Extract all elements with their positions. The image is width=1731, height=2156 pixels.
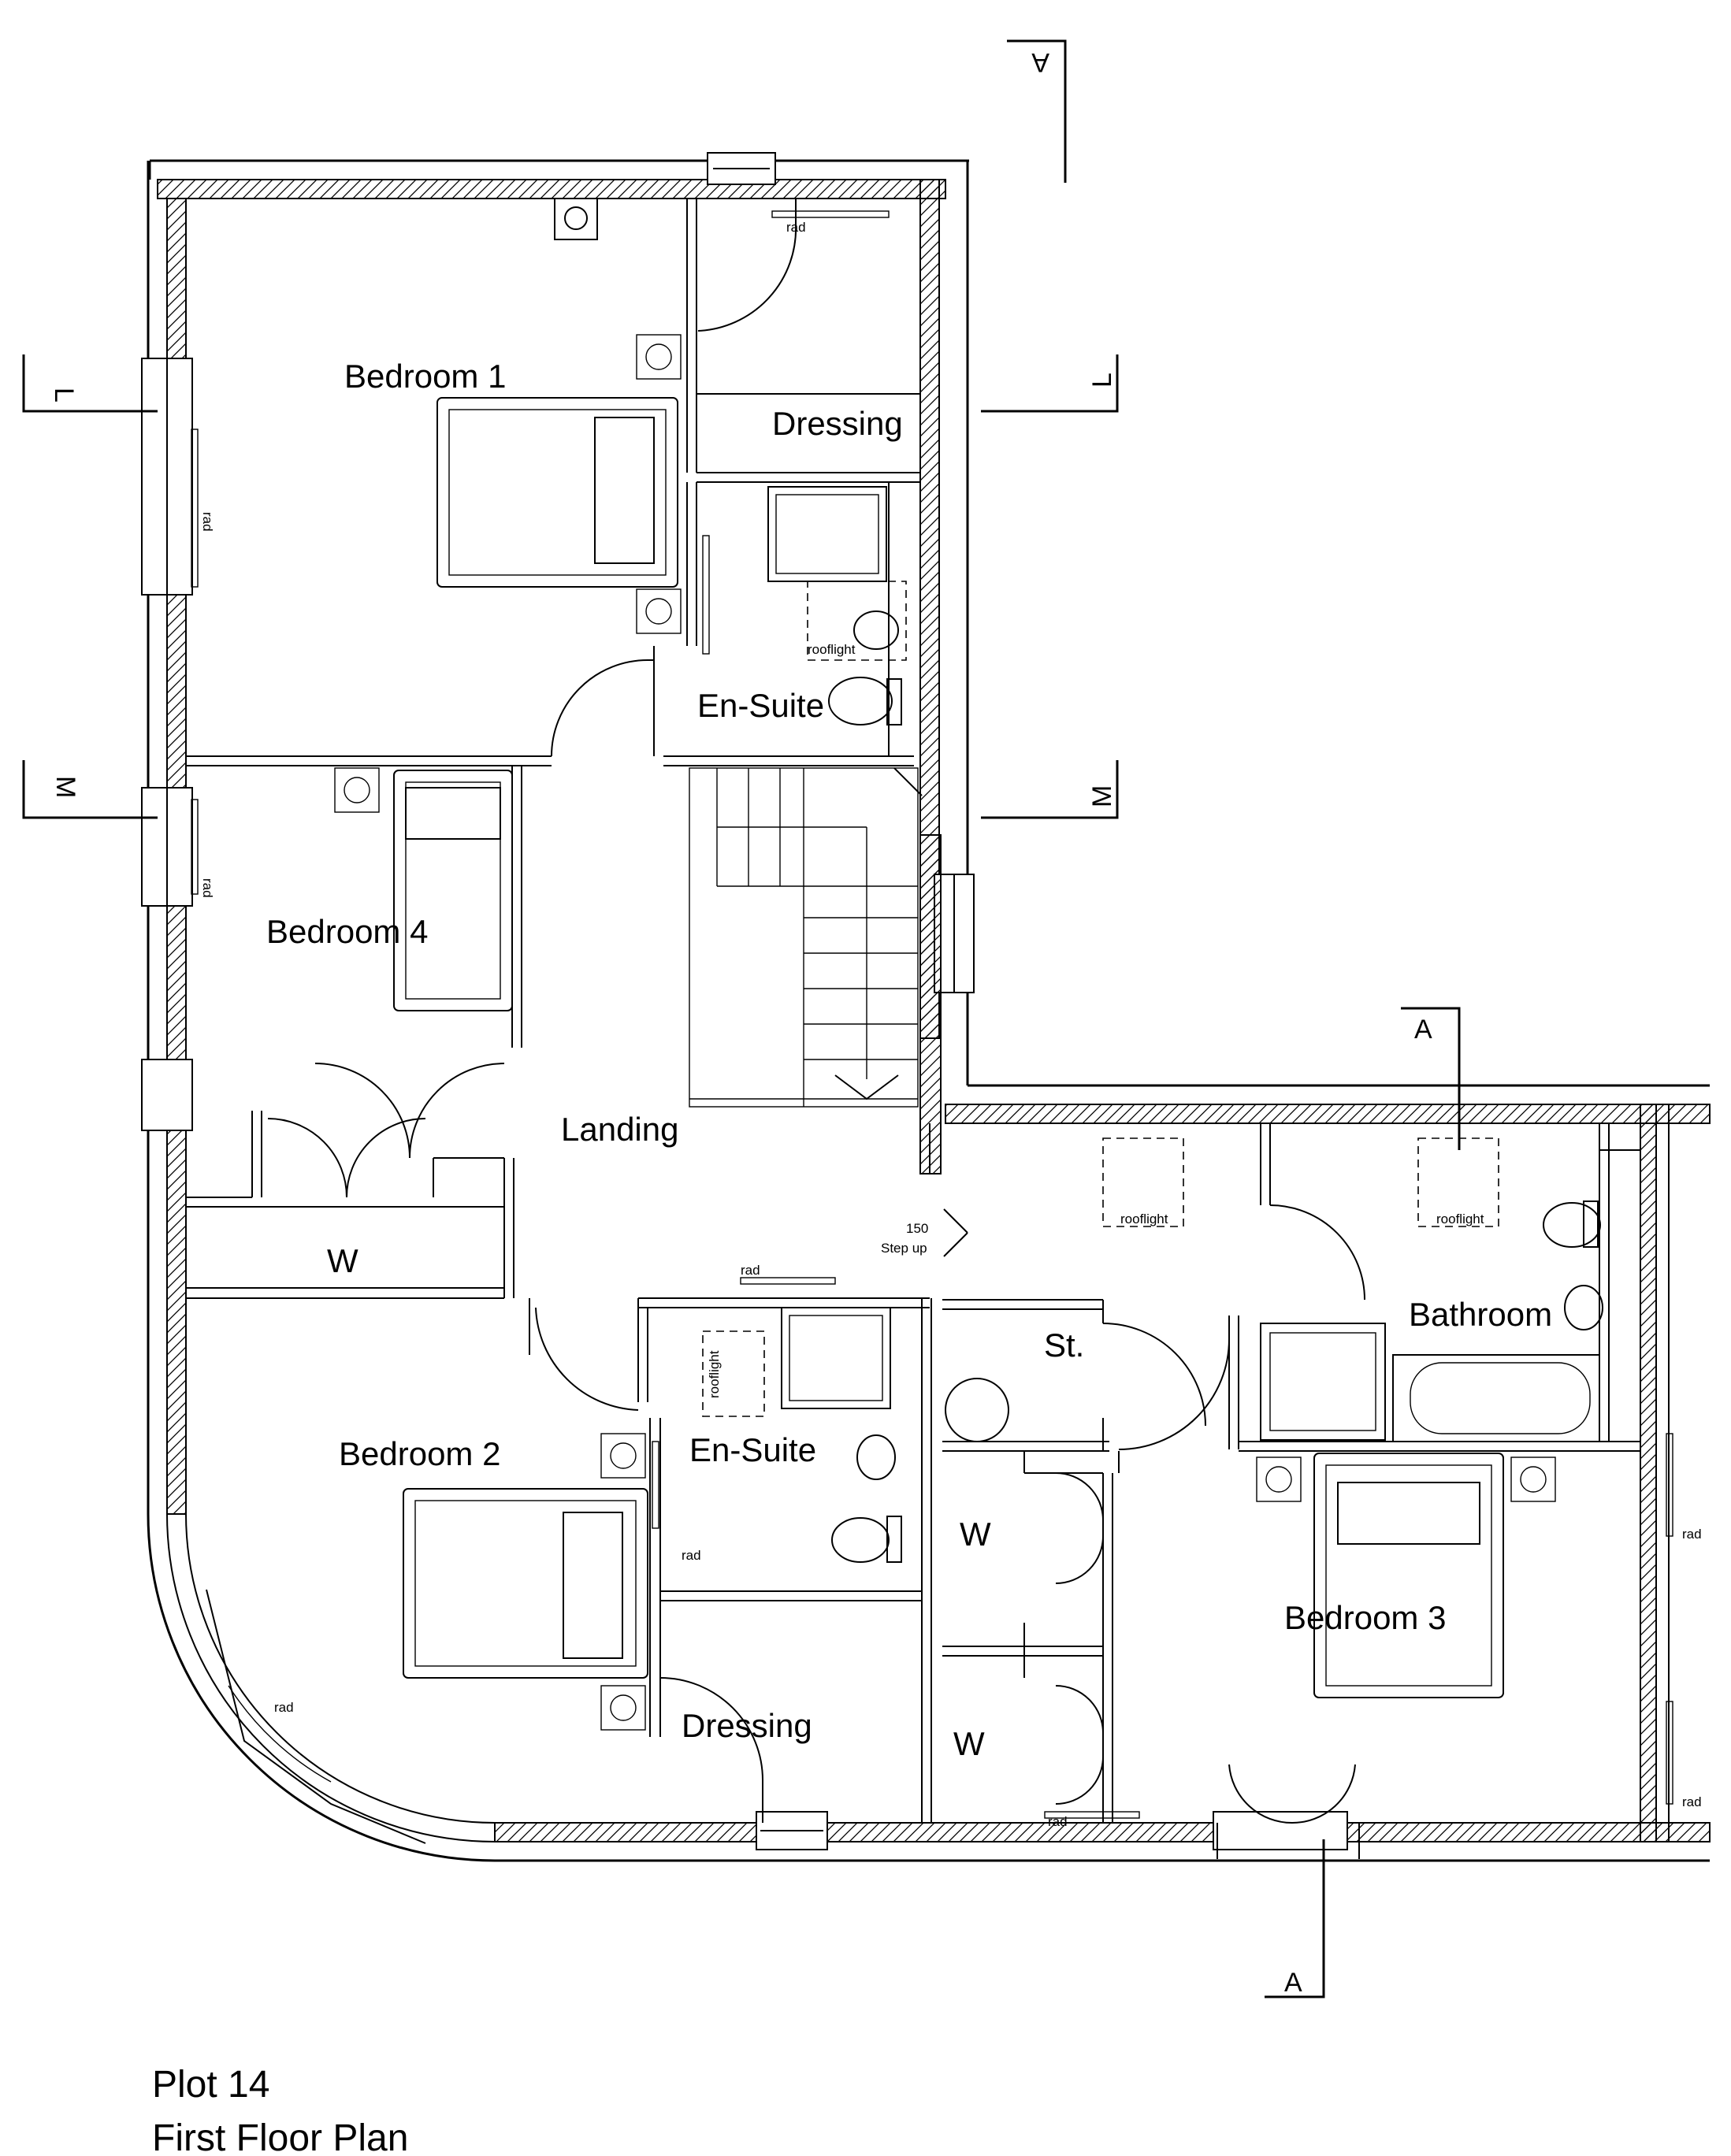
section-letter-m: M xyxy=(1087,785,1117,807)
room-label-ensuite-bottom: En-Suite xyxy=(689,1431,816,1468)
room-label-bedroom1: Bedroom 1 xyxy=(344,358,506,395)
room-label-store: St. xyxy=(1044,1327,1084,1364)
room-label-bathroom: Bathroom xyxy=(1409,1296,1552,1333)
rad-label: rad xyxy=(682,1548,701,1563)
staircase xyxy=(689,767,923,1108)
step-value-label: 150 xyxy=(906,1221,928,1236)
rad-label: rad xyxy=(741,1263,760,1278)
rad-label: rad xyxy=(200,512,215,532)
room-label-bedroom2: Bedroom 2 xyxy=(339,1435,500,1472)
plan-title: First Floor Plan xyxy=(152,2117,408,2156)
room-label-dressing-bottom: Dressing xyxy=(682,1707,812,1744)
section-letter-a: A xyxy=(1284,1968,1302,1998)
rad-label: rad xyxy=(274,1700,294,1715)
room-label-landing: Landing xyxy=(561,1111,678,1148)
room-label-bedroom3: Bedroom 3 xyxy=(1284,1599,1446,1636)
section-letter-m: M xyxy=(50,776,80,798)
room-label-wardrobe-lower: W xyxy=(953,1725,985,1762)
plot-title: Plot 14 xyxy=(152,2064,269,2106)
section-letter-a: A xyxy=(1031,47,1049,77)
section-markers xyxy=(22,39,1461,1998)
rad-label: rad xyxy=(786,220,806,235)
rad-label: rad xyxy=(1048,1814,1068,1829)
rad-label: rad xyxy=(1682,1794,1702,1809)
rad-label: rad xyxy=(200,878,215,898)
section-letter-l: L xyxy=(49,388,79,403)
windows xyxy=(141,152,1348,1850)
section-letter-a: A xyxy=(1414,1015,1432,1045)
room-label-wardrobe-upper: W xyxy=(960,1516,991,1553)
fixtures xyxy=(191,198,1673,1819)
rooflight-label: rooflight xyxy=(1436,1212,1484,1226)
rooflight-label: rooflight xyxy=(707,1350,722,1398)
rooflight-label: rooflight xyxy=(808,642,856,657)
section-letter-l: L xyxy=(1087,373,1117,388)
room-label-wardrobe-left: W xyxy=(327,1242,358,1279)
rad-label: rad xyxy=(1682,1527,1702,1542)
room-label-ensuite-top: En-Suite xyxy=(697,687,824,724)
rooflight-label: rooflight xyxy=(1120,1212,1168,1226)
room-label-bedroom4: Bedroom 4 xyxy=(266,913,428,950)
door-swings xyxy=(267,199,1365,1859)
step-text-label: Step up xyxy=(881,1241,927,1256)
room-label-dressing-top: Dressing xyxy=(772,405,903,442)
